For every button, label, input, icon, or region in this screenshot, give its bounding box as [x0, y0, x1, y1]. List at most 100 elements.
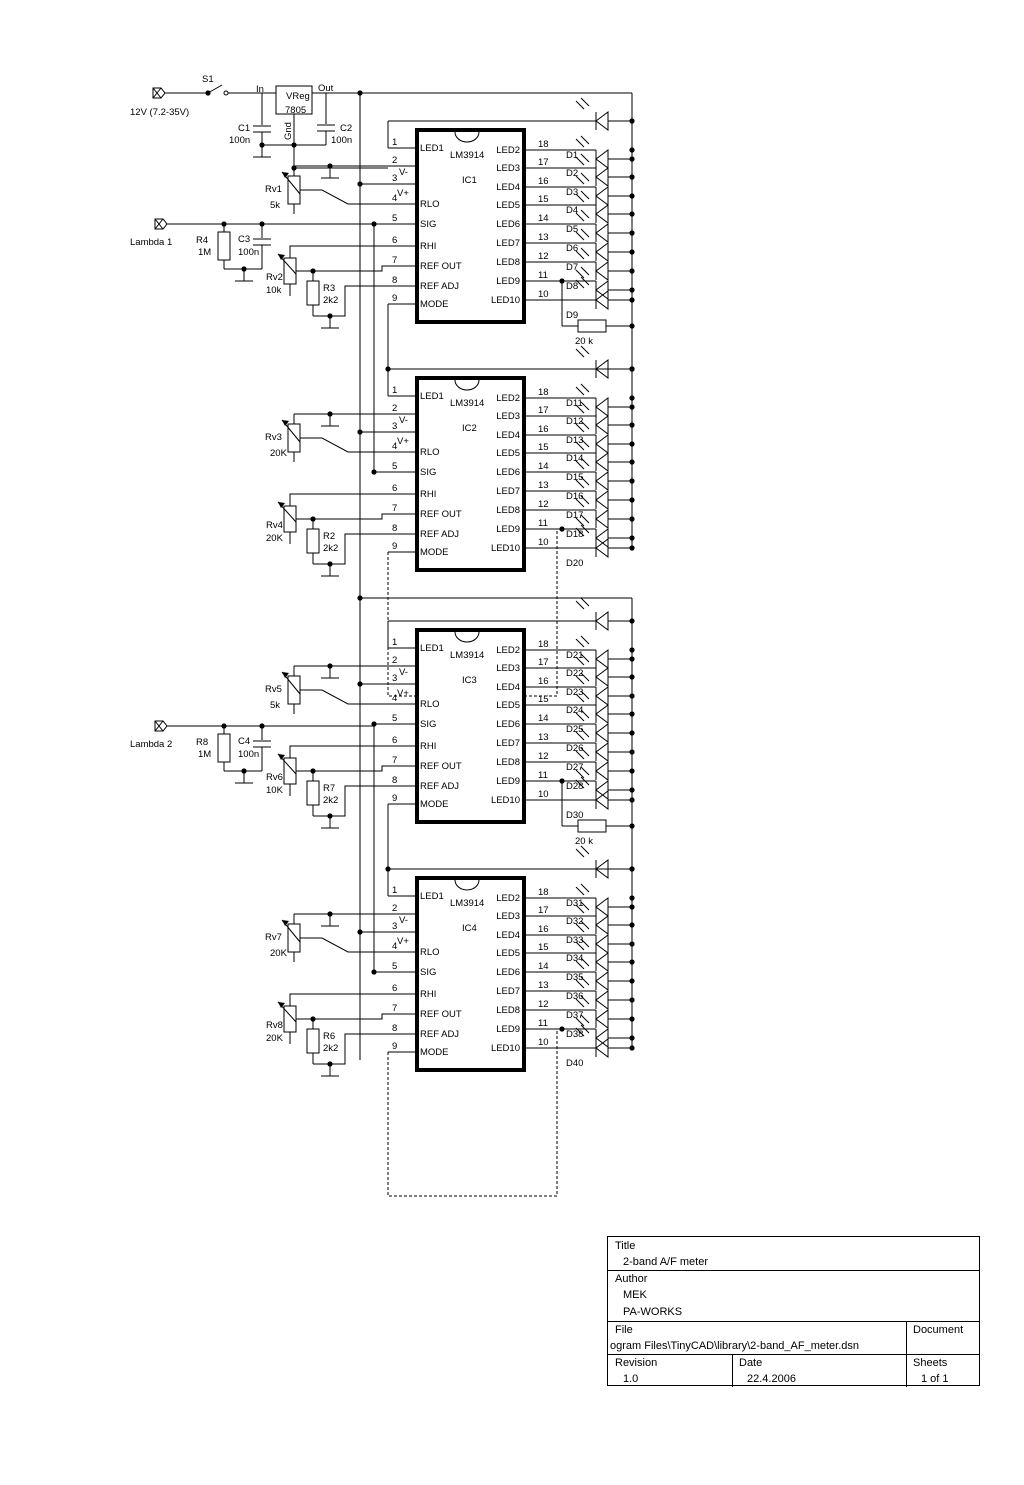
pin-name: LED5	[496, 200, 520, 211]
pin-number: 5	[392, 213, 397, 224]
c1-value: 100n	[229, 135, 250, 146]
pin-name: LED10	[491, 795, 520, 806]
wire	[300, 689, 388, 705]
pot-rv-hi	[283, 1005, 297, 1033]
junction-dot	[629, 497, 635, 503]
led-arrow-icon	[580, 728, 590, 738]
resistor-value: 2k2	[323, 295, 338, 306]
resistor-value: 2k2	[323, 795, 338, 806]
pin-name: LED2	[496, 645, 520, 656]
led-arrow-icon	[575, 731, 585, 741]
input-resistor-name: R8	[196, 737, 208, 748]
pin-name: REF ADJ	[420, 781, 459, 792]
pin-number: 17	[538, 405, 549, 416]
led-arrow-icon	[580, 457, 590, 467]
pin-name: LED6	[496, 719, 520, 730]
pin-number: 8	[392, 523, 397, 534]
diode-label: D22	[566, 668, 583, 679]
pin-name: SIG	[420, 967, 436, 978]
led-last	[595, 1038, 609, 1058]
pin-number: 9	[392, 541, 397, 552]
pin-number: 17	[538, 657, 549, 668]
led-d8	[595, 280, 609, 300]
pot-name: Rv2	[266, 272, 283, 283]
led-d36	[595, 990, 609, 1010]
led-arrow-icon	[580, 653, 590, 663]
led-d32	[595, 915, 609, 935]
pin-number: 3	[392, 173, 397, 184]
led-last	[595, 290, 609, 310]
c2-value: 100n	[331, 135, 352, 146]
pin-number: 2	[392, 403, 397, 414]
led-arrow-icon	[580, 995, 590, 1005]
ic-body-ic2	[415, 376, 526, 572]
junction-dot	[629, 287, 635, 293]
pin-name: LED7	[496, 238, 520, 249]
resistor-value: 20 k	[575, 336, 593, 347]
pin-name: REF ADJ	[420, 281, 459, 292]
author-value-2: PA-WORKS	[623, 1306, 683, 1318]
junction-dot	[629, 478, 635, 484]
led-d13	[595, 434, 609, 454]
led-arrow-icon	[580, 401, 590, 411]
input-cap-name: C3	[238, 234, 250, 245]
pot-value: 5k	[270, 700, 280, 711]
resistor-name: R2	[323, 531, 335, 542]
pin-v-minus: V-	[399, 415, 408, 426]
pot-name: Rv1	[265, 184, 282, 195]
diode-label: D25	[566, 724, 583, 735]
led-arrow-icon	[575, 923, 585, 933]
led-top	[595, 111, 609, 131]
pin-number: 12	[538, 751, 549, 762]
pot-name: Rv4	[266, 520, 283, 531]
ic-name: IC3	[462, 675, 477, 686]
resistor-value: 20 k	[575, 836, 593, 847]
pin-v-plus: V+	[397, 188, 409, 199]
led-d6	[595, 242, 609, 262]
led-arrow-icon	[580, 524, 590, 534]
connector-x	[154, 218, 164, 230]
pin-name: LED1	[420, 391, 444, 402]
resistor-20k	[577, 319, 607, 333]
pin-number: 4	[392, 441, 397, 452]
led-arrow-icon	[575, 904, 585, 914]
pot-rv-lo	[287, 923, 301, 953]
junction-dot	[629, 516, 635, 522]
ic-notch	[454, 379, 480, 391]
diode-label: D31	[566, 898, 583, 909]
pin-name: LED5	[496, 448, 520, 459]
file-cell: File ogram Files\TinyCAD\library\2-band_…	[608, 1321, 907, 1354]
pin-name: LED9	[496, 1024, 520, 1035]
junction-dot	[629, 787, 635, 793]
wire	[296, 265, 388, 272]
junction-dot	[629, 895, 635, 901]
junction-dot	[629, 922, 635, 928]
connector-x	[154, 720, 164, 732]
junction-dot	[629, 174, 635, 180]
revision-cell: Revision 1.0	[608, 1354, 733, 1387]
led-d27	[595, 761, 609, 781]
diode-label: D18	[566, 529, 583, 540]
pin-number: 1	[392, 385, 397, 396]
pin-name: LED7	[496, 986, 520, 997]
led-d14	[595, 452, 609, 472]
date-value: 22.4.2006	[747, 1373, 796, 1385]
led-arrow-icon	[575, 460, 585, 470]
pin-name: LED10	[491, 543, 520, 554]
led-d7	[595, 261, 609, 281]
pin-number: 10	[538, 1037, 549, 1048]
junction-dot	[629, 147, 635, 153]
junction-dot	[629, 693, 635, 699]
led-arrow-icon	[580, 276, 590, 286]
arrow-head-icon	[282, 672, 289, 678]
pin-number: 15	[538, 694, 549, 705]
date-cell: Date 22.4.2006	[732, 1354, 907, 1387]
pin-name: RLO	[420, 699, 440, 710]
led-arrow-icon	[580, 976, 590, 986]
diode-label: D6	[566, 243, 578, 254]
pin-name: LED8	[496, 505, 520, 516]
input-resistor-value: 1M	[198, 247, 211, 258]
junction-dot	[629, 997, 635, 1003]
pot-value: 20K	[266, 533, 284, 544]
led-arrow-icon	[580, 776, 590, 786]
